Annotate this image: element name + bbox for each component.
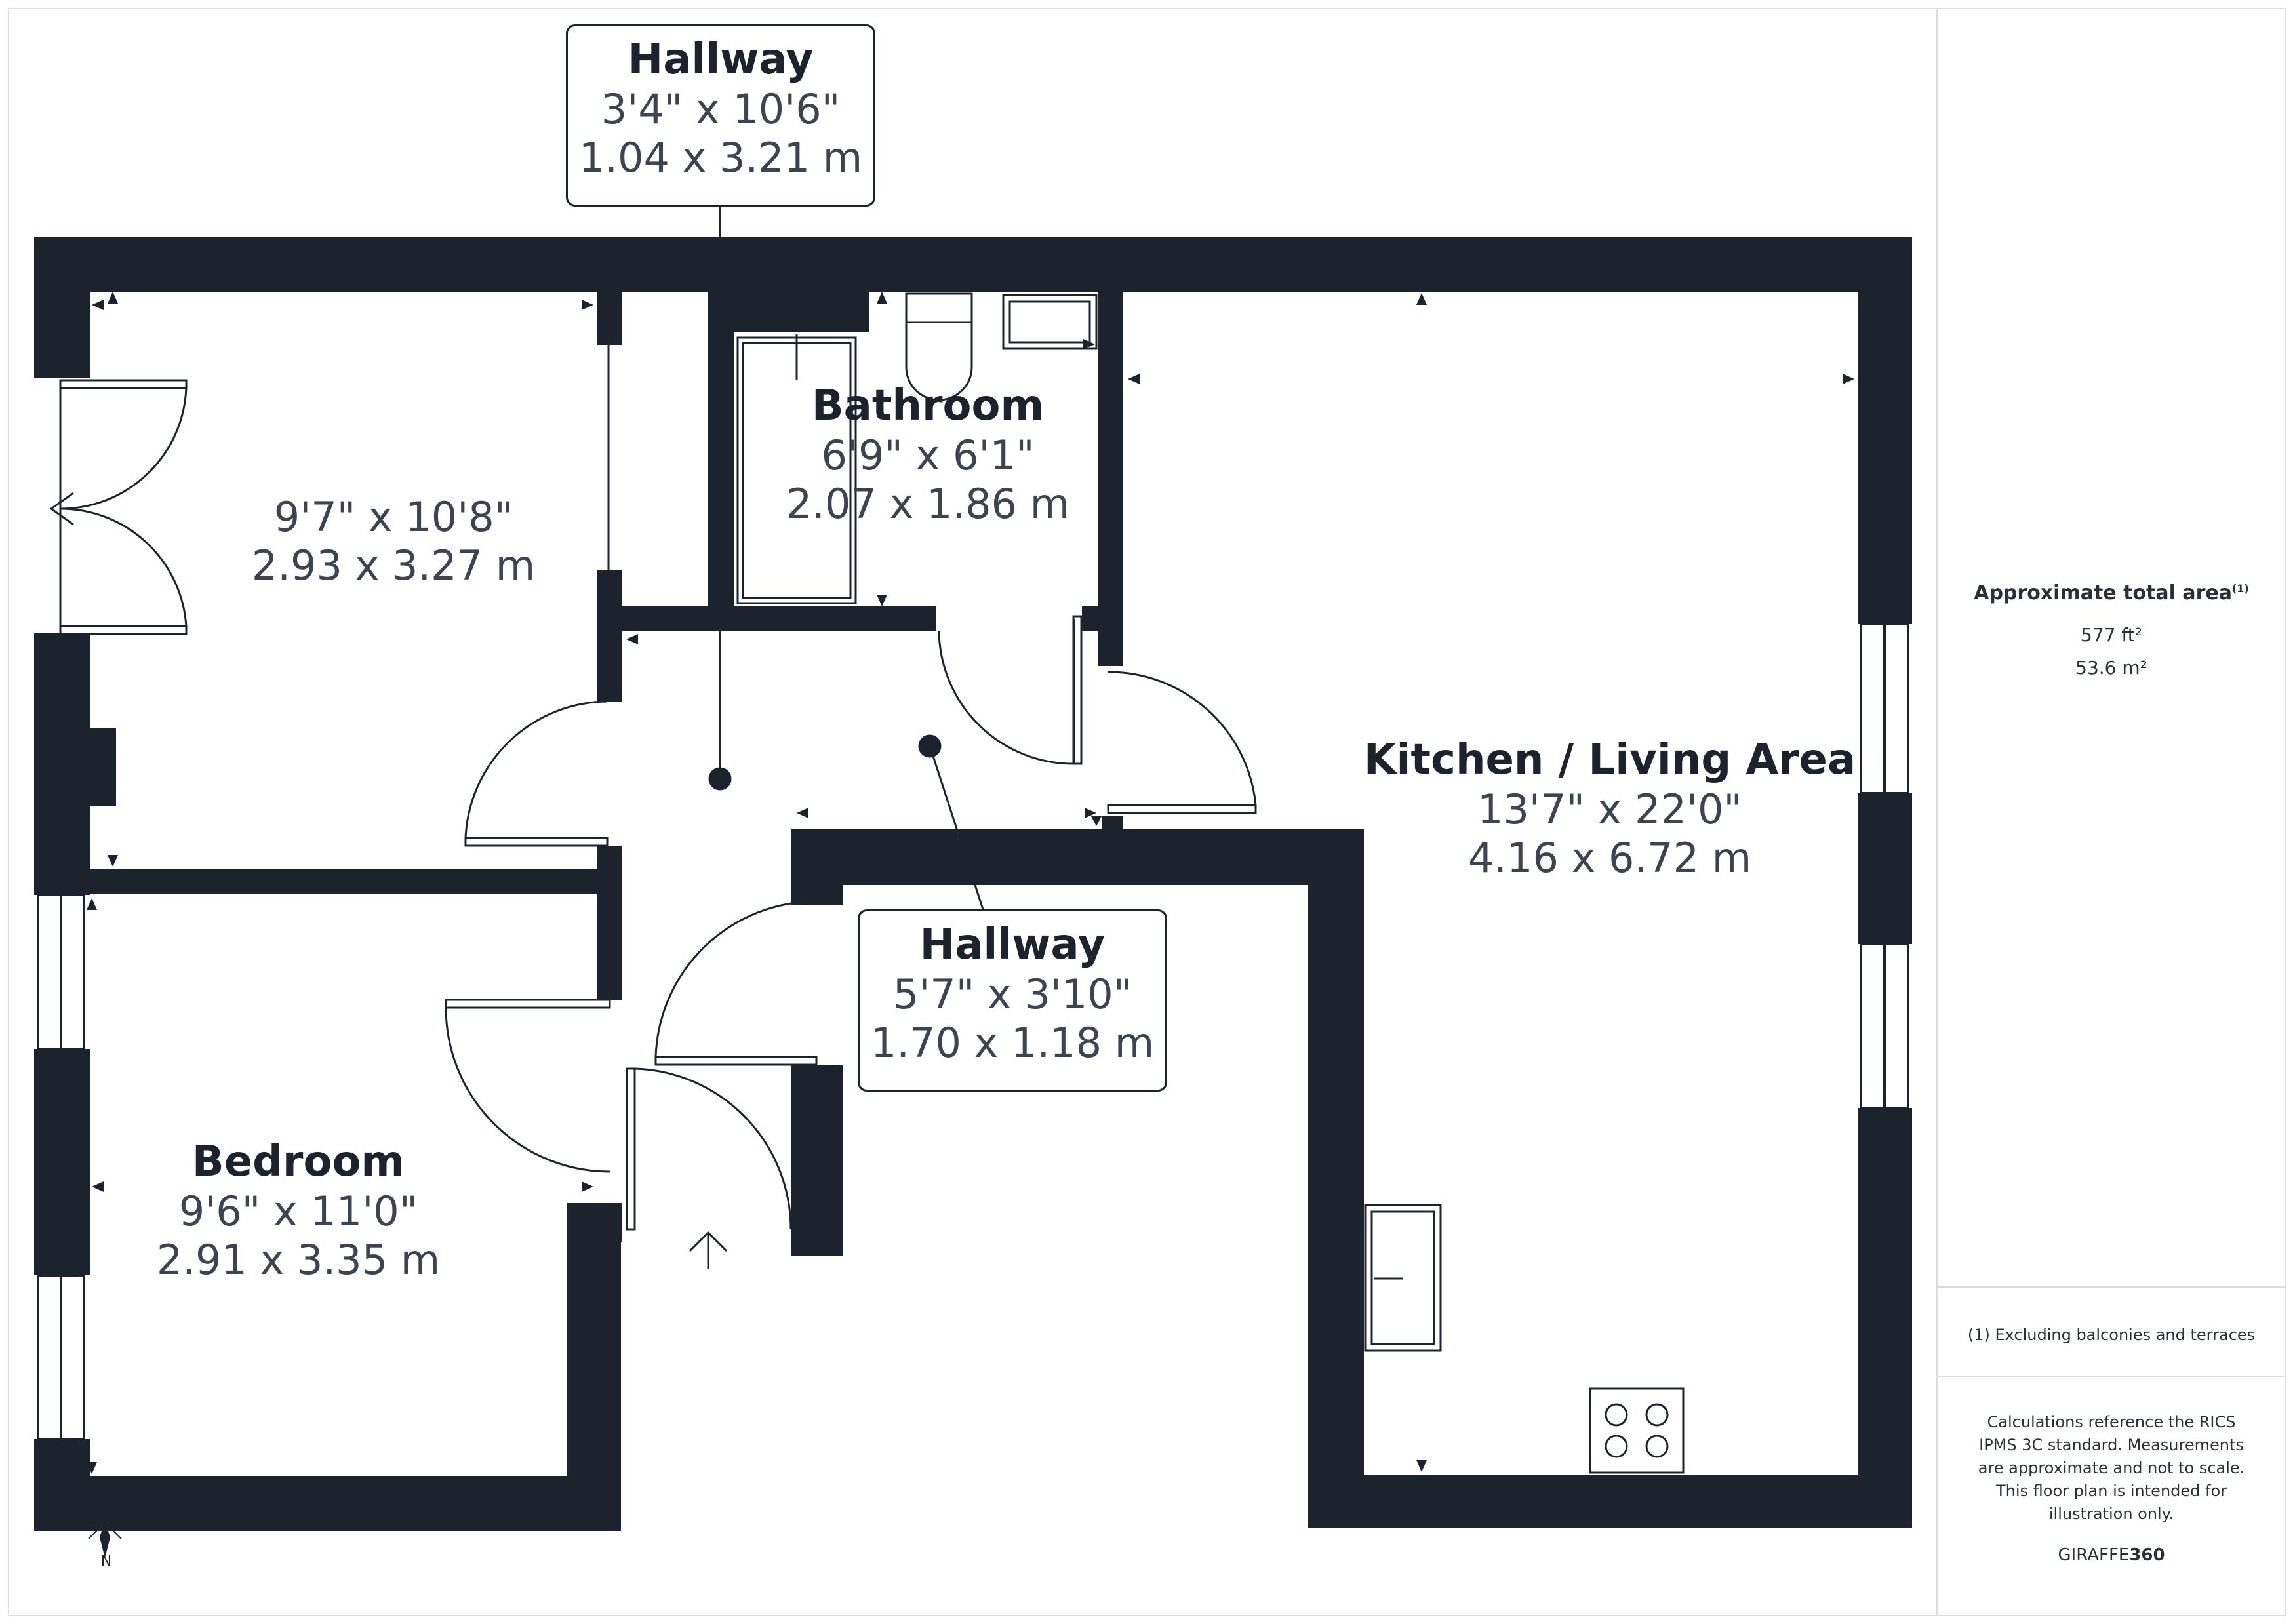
sidebar-divider-2 [1938, 1376, 2286, 1377]
footnote: (1) Excluding balconies and terraces [1967, 1326, 2256, 1344]
compass-s: S [100, 1479, 110, 1495]
compass-n: N [101, 1553, 111, 1570]
hallway-mid-metric: 1.70 x 1.18 m [870, 1019, 1155, 1067]
sidebar-divider-1 [1938, 1286, 2286, 1288]
page-frame [8, 8, 2286, 1616]
area-title-text: Approximate total area [1974, 582, 2232, 604]
leader-lines [708, 205, 985, 912]
bedroom-upper-imperial: 9'7" x 10'8" [273, 493, 513, 541]
info-sidebar: Approximate total area(1) 577 ft² 53.6 m… [1936, 8, 2286, 1616]
hallway-mid-label-box: Hallway 5'7" x 3'10" 1.70 x 1.18 m [858, 909, 1167, 1092]
hallway-top-metric: 1.04 x 3.21 m [578, 134, 863, 182]
hallway-top-imperial: 3'4" x 10'6" [601, 85, 841, 133]
compass-w: W [134, 1512, 149, 1528]
brand-logo: GIRAFFE360 [1951, 1545, 2272, 1565]
area-m: 53.6 m² [2075, 657, 2147, 679]
kitchen-metric: 4.16 x 6.72 m [1467, 834, 1752, 882]
bedroom-name: Bedroom [191, 1138, 405, 1186]
area-title-sup: (1) [2231, 582, 2249, 595]
kitchen-label: Kitchen / Living Area 13'7" x 22'0" 4.16… [1344, 734, 1875, 882]
bedroom-label: Bedroom 9'6" x 11'0" 2.91 x 3.35 m [118, 1136, 479, 1284]
hallway-mid-name: Hallway [919, 921, 1106, 969]
compass-rose [79, 1498, 131, 1558]
walls [34, 237, 1912, 1531]
disclaimer: Calculations reference the RICS IPMS 3C … [1978, 1413, 2245, 1523]
compass-e: E [63, 1516, 72, 1533]
area-title: Approximate total area(1) [1951, 582, 2272, 604]
dimension-ticks [87, 292, 1854, 1474]
floor-plan: S N E W [34, 205, 1912, 1570]
bathroom-name: Bathroom [811, 382, 1045, 430]
brand-logo-b: 360 [2129, 1545, 2165, 1565]
bathroom-metric: 2.07 x 1.86 m [786, 480, 1070, 528]
hallway-mid-imperial: 5'7" x 3'10" [892, 970, 1132, 1018]
bedroom-upper-metric: 2.93 x 3.27 m [251, 542, 536, 589]
bedroom-imperial: 9'6" x 11'0" [178, 1187, 418, 1235]
bathroom-label: Bathroom 6'9" x 6'1" 2.07 x 1.86 m [754, 380, 1102, 528]
bedroom-upper-label: 9'7" x 10'8" 2.93 x 3.27 m [223, 493, 564, 590]
bedroom-metric: 2.91 x 3.35 m [156, 1236, 441, 1284]
kitchen-imperial: 13'7" x 22'0" [1477, 785, 1742, 833]
kitchen-name: Kitchen / Living Area [1363, 736, 1856, 784]
area-ft: 577 ft² [2081, 624, 2142, 646]
hallway-top-label-box: Hallway 3'4" x 10'6" 1.04 x 3.21 m [566, 24, 875, 207]
bathroom-imperial: 6'9" x 6'1" [821, 431, 1035, 479]
doors [49, 345, 1257, 1231]
fixtures [688, 292, 1685, 1474]
hallway-top-name: Hallway [628, 35, 814, 84]
windows [37, 623, 1909, 1440]
brand-logo-a: GIRAFFE [2058, 1545, 2130, 1565]
